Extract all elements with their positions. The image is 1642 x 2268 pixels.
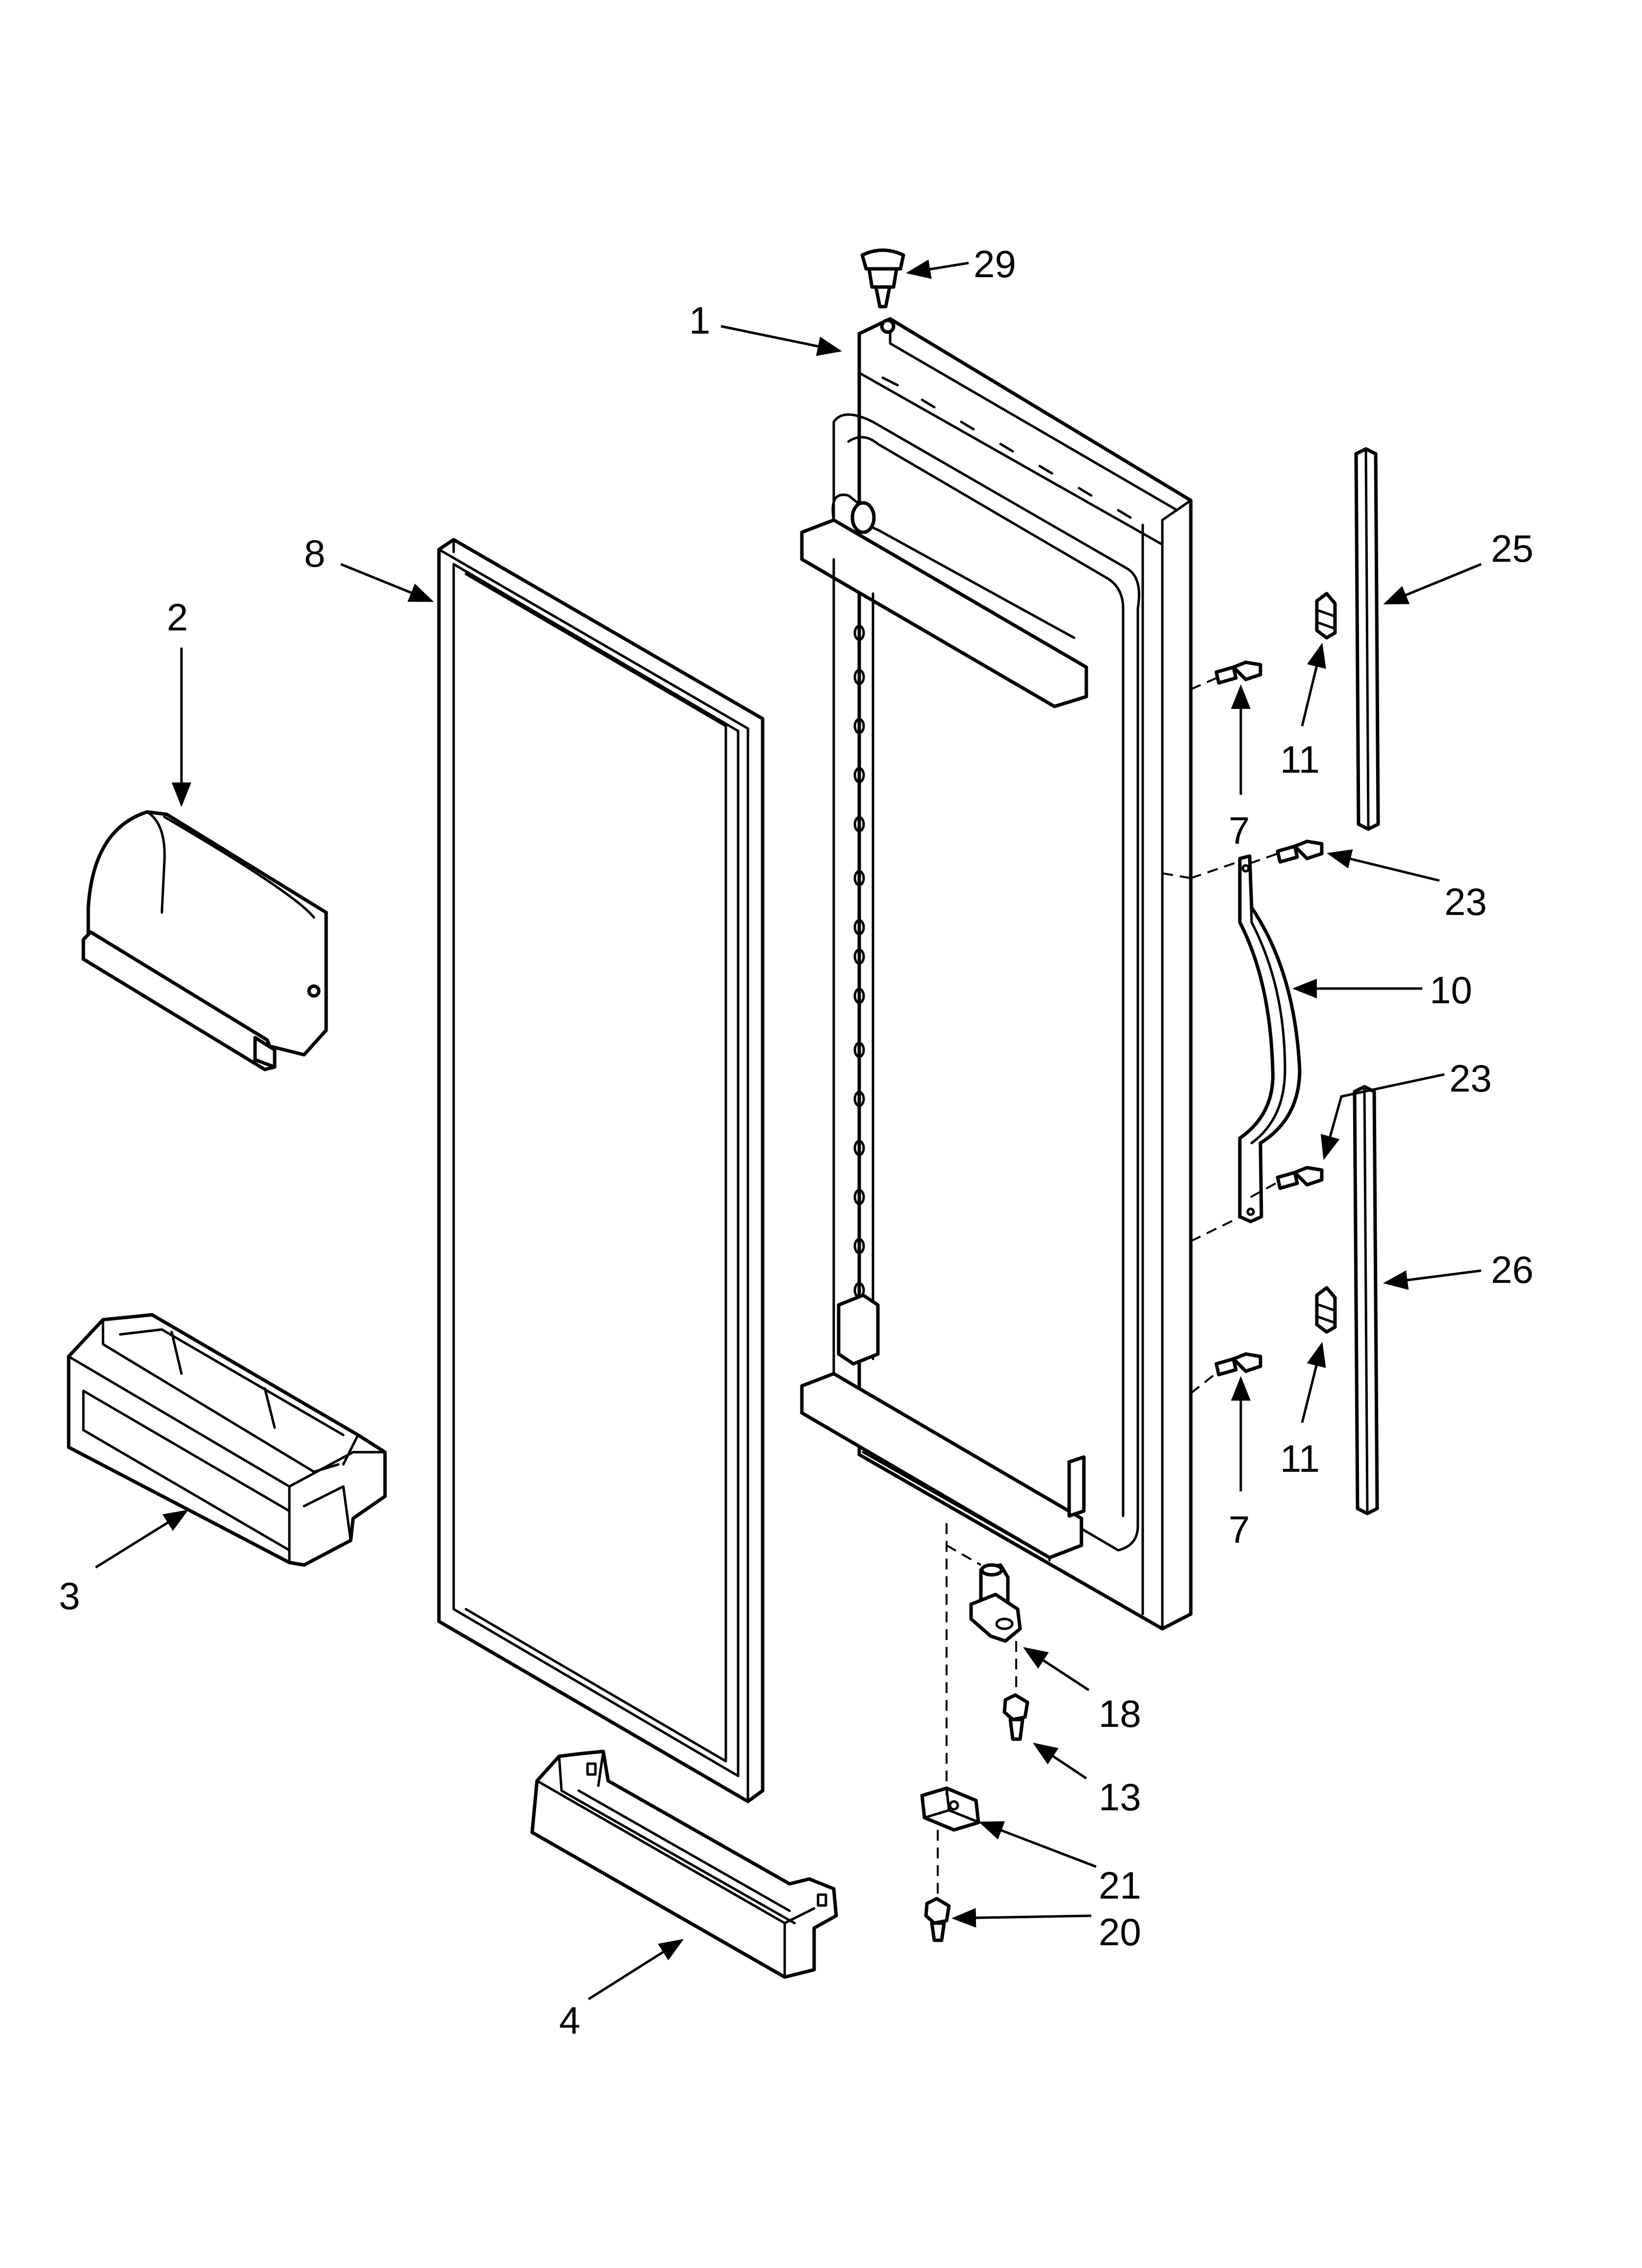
shelf-support-holes: [853, 625, 865, 1299]
callout-7-upper: 7: [1229, 809, 1250, 852]
callout-21: 21: [1099, 1864, 1141, 1907]
leader-arrows: [95, 260, 1482, 2001]
callout-2: 2: [167, 596, 188, 639]
part-3-door-bin: [67, 1313, 387, 1567]
callout-13: 13: [1099, 1775, 1141, 1819]
callout-7-lower: 7: [1229, 1508, 1250, 1551]
callout-29: 29: [974, 242, 1016, 286]
callout-4: 4: [559, 1999, 580, 2042]
callout-23-upper: 23: [1444, 880, 1487, 923]
assembly-lines: [937, 676, 1278, 1899]
callout-25: 25: [1491, 527, 1534, 570]
callout-10: 10: [1430, 968, 1472, 1012]
part-11-trim-clip-upper: [1315, 592, 1337, 640]
callout-23-lower: 23: [1449, 1057, 1492, 1100]
part-2-dairy-compartment: [81, 810, 328, 1071]
part-20-bracket-screw: [924, 1897, 951, 1942]
part-25-upper-trim: [1354, 447, 1380, 831]
part-11-trim-clip-lower: [1315, 1286, 1337, 1334]
part-26-lower-trim: [1353, 1085, 1379, 1515]
top-trim-slots: [881, 376, 1132, 519]
part-4-lower-door-bin: [530, 1749, 838, 1979]
callout-1: 1: [689, 299, 710, 342]
callout-3: 3: [59, 1574, 80, 1617]
part-23-screw-lower: [1276, 1166, 1324, 1190]
part-7-screw-lower: [1214, 1352, 1262, 1377]
part-8-door-gasket: [437, 538, 765, 1803]
callout-20: 20: [1099, 1910, 1141, 1954]
part-23-screw-upper: [1276, 839, 1324, 864]
callout-11-lower: 11: [1280, 1437, 1320, 1480]
part-18-hinge: [969, 1563, 1022, 1643]
part-7-screw-upper: [1214, 660, 1262, 685]
part-13-hinge-screw: [1002, 1693, 1029, 1741]
callout-8: 8: [304, 532, 325, 575]
callout-11-upper: 11: [1280, 738, 1320, 781]
callout-18: 18: [1099, 1692, 1141, 1735]
callout-26: 26: [1491, 1248, 1534, 1291]
part-21-hinge-bracket: [920, 1786, 980, 1832]
part-29-door-plug: [860, 248, 905, 309]
part-1-door-assembly: [800, 317, 1193, 1631]
callout-labels: 29 1 8 2 25 11 7 23 10 23 26 11 7 3 18 1…: [59, 242, 1534, 2042]
part-10-door-handle: [1238, 854, 1302, 1224]
